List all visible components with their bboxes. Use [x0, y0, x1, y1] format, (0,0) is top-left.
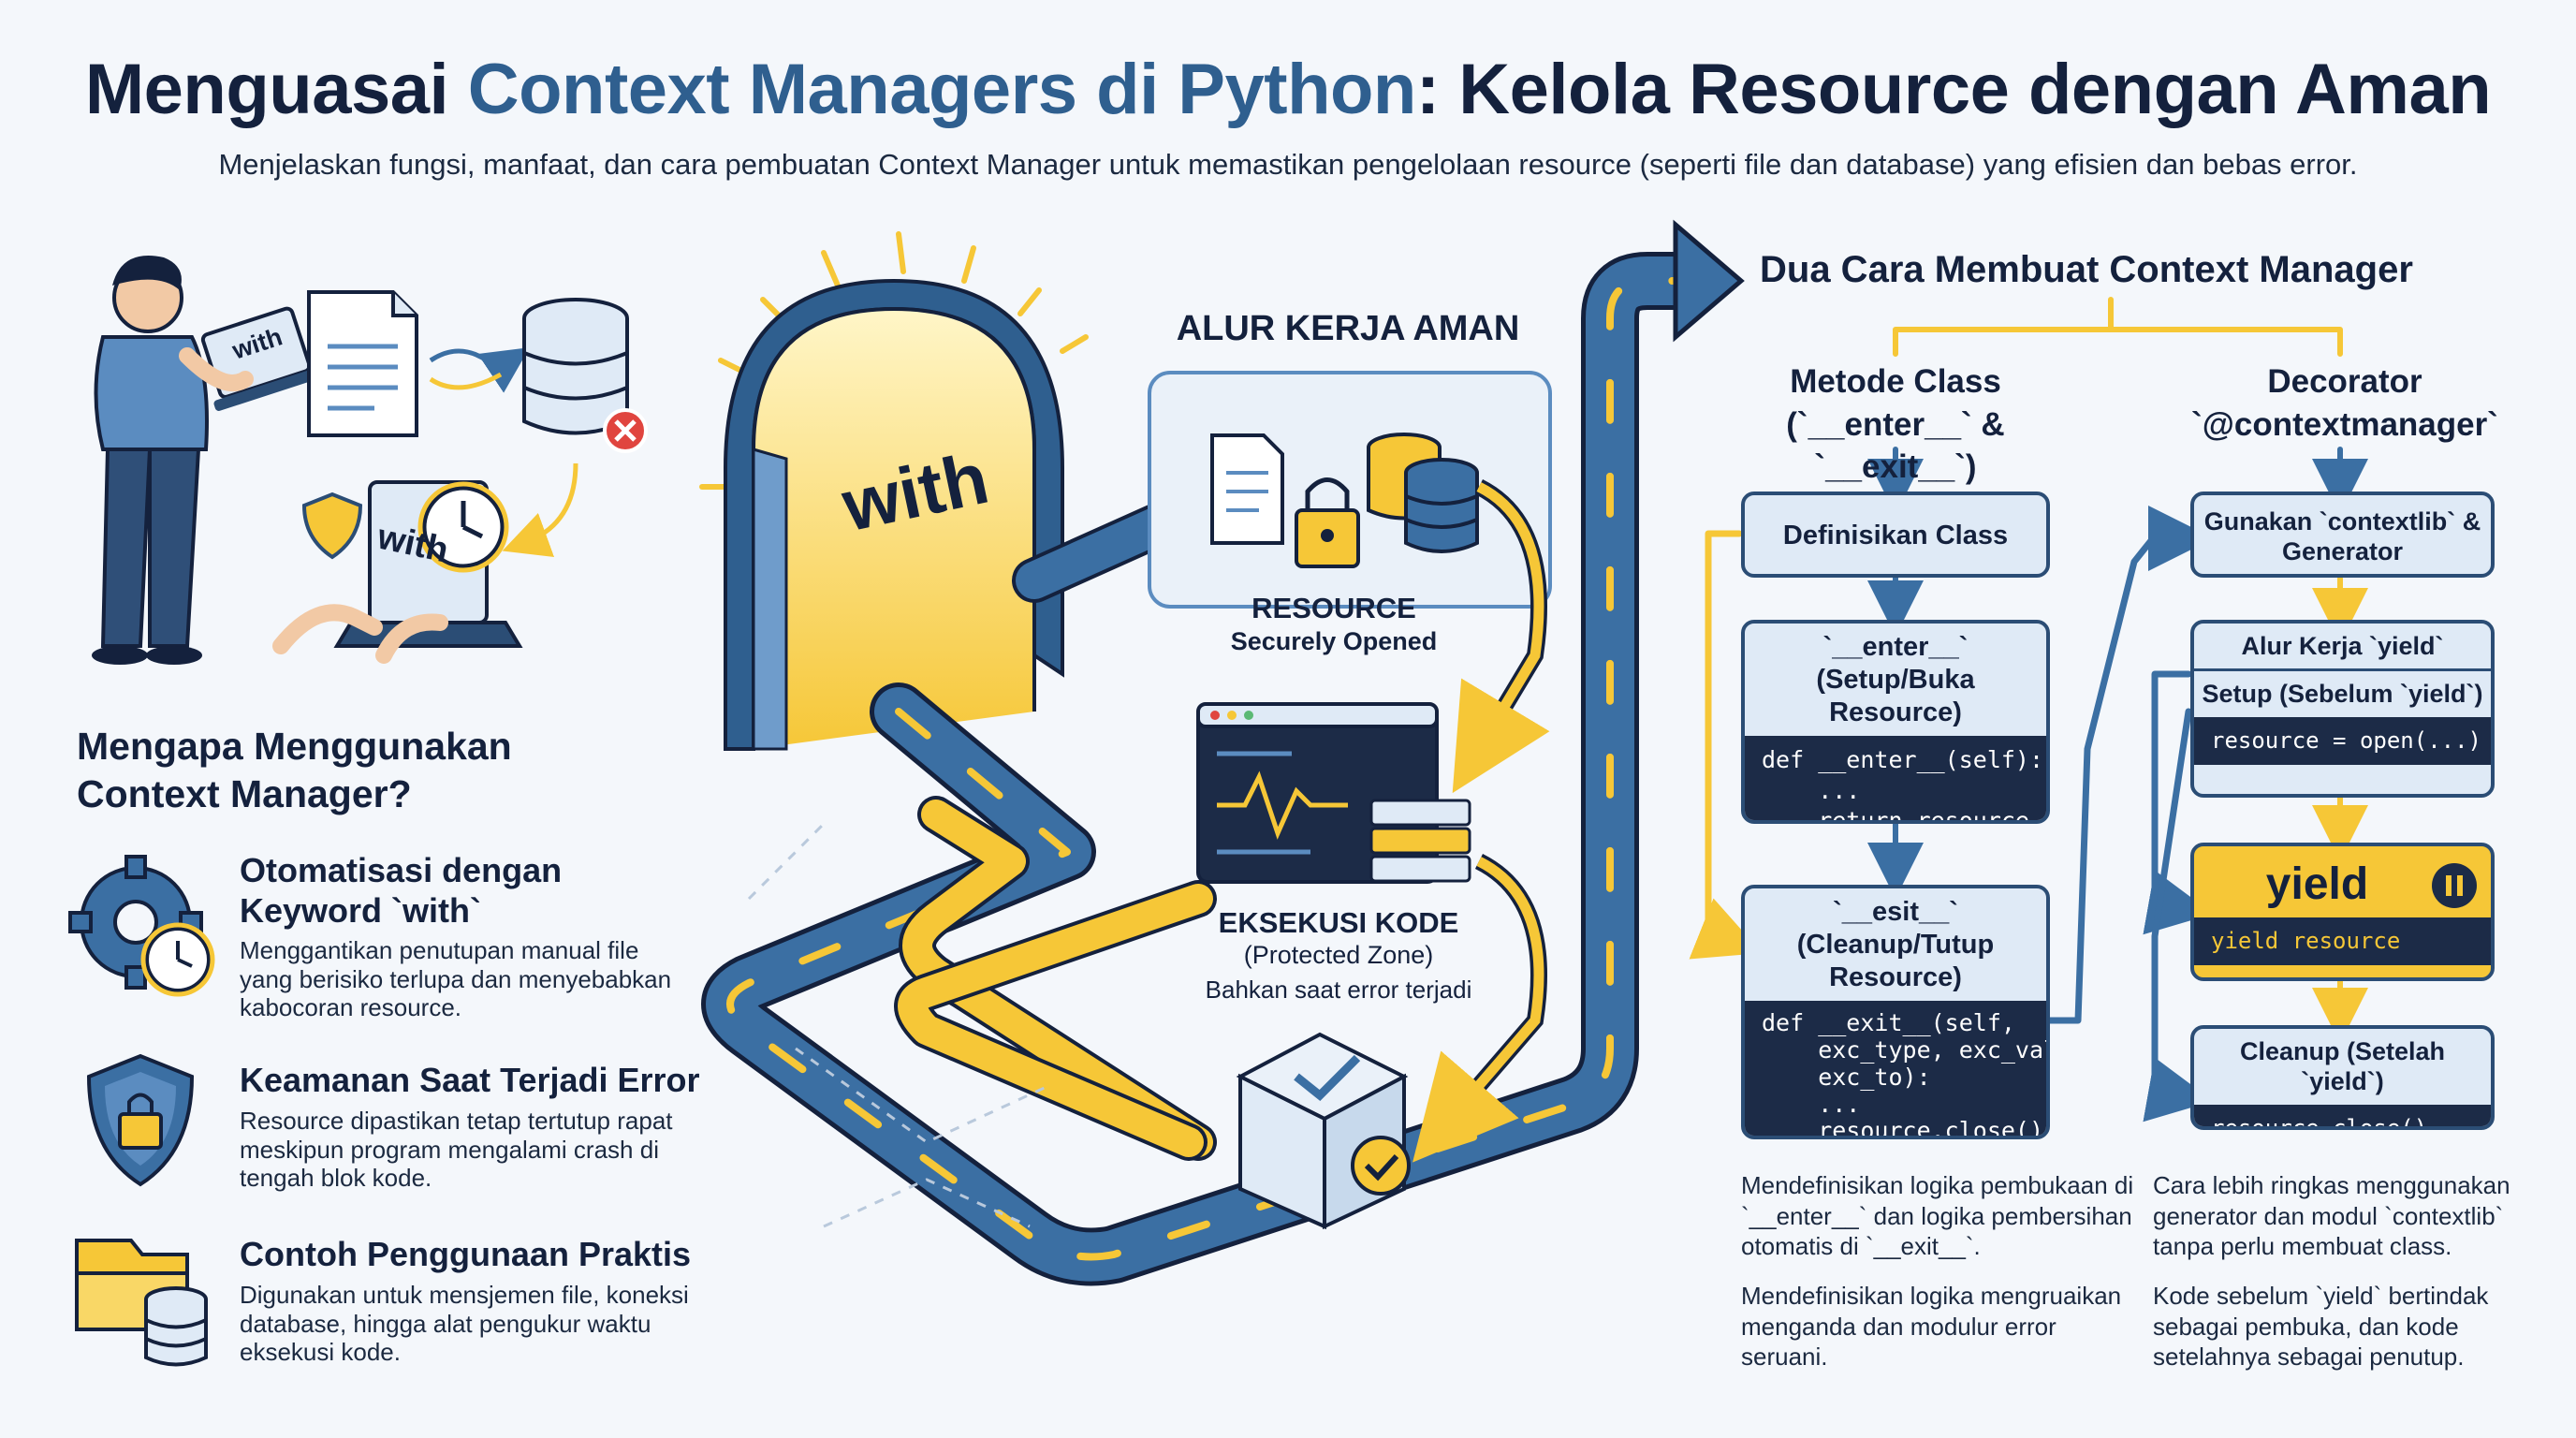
resource-subtitle: Securely Opened [1230, 627, 1438, 655]
exit-code-line-3: exc_to): [1762, 1063, 1931, 1091]
yield-box: yield yield resource [2190, 843, 2495, 981]
document-icon [307, 290, 418, 437]
shield-lock-icon [86, 1053, 195, 1187]
use-contextlib-box: Gunakan `contextlib` & Generator [2190, 492, 2495, 578]
flow-heading: ALUR KERJA AMAN [1176, 309, 1520, 348]
cleanup-code: resource.close() [2194, 1104, 2491, 1126]
methods-heading: Dua Cara Membuat Context Manager [1760, 249, 2413, 290]
exit-code: def __exit__(self, exc_type, exc_val, ex… [1745, 1001, 2050, 1139]
cleanup-box: Cleanup (Setelah `yield`) resource.close… [2190, 1025, 2495, 1130]
define-class-box: Definisikan Class [1741, 492, 2050, 578]
why-item-2-desc: Resource dipastikan tetap tertutup rapat… [240, 1107, 673, 1193]
enter-code-line-2: ... [1762, 776, 1861, 804]
exit-box: `__esit__` (Cleanup/Tutup Resource) def … [1741, 885, 2050, 1139]
yield-flow-box: Alur Kerja `yield` Setup (Sebelum `yield… [2190, 620, 2495, 798]
exit-code-line-5: resource.close() [1762, 1117, 2044, 1139]
secure-box-icon [1236, 1032, 1411, 1230]
yield-label: yield [2265, 859, 2369, 909]
exit-code-line-4: ... [1762, 1090, 1861, 1118]
exit-code-line-1: def __exit__(self, [1762, 1009, 2015, 1037]
enter-code: def __enter__(self): ... return resource [1745, 736, 2046, 824]
why-item-1-desc: Menggantikan penutupan manual file yang … [240, 936, 672, 1022]
database-error-icon [522, 298, 648, 453]
exec-title: EKSEKUSI KODE [1218, 906, 1459, 939]
exit-title: `__esit__` (Cleanup/Tutup Resource) [1796, 897, 1995, 992]
resource-icons [1210, 433, 1479, 568]
resource-title: RESOURCE [1251, 592, 1416, 624]
yield-flow-title: Alur Kerja `yield` [2194, 624, 2491, 672]
decorator-note-2: Kode sebelum `yield` bertindak sebagai p… [2153, 1282, 2489, 1371]
folder-database-icon [75, 1239, 208, 1367]
exit-code-line-2: exc_type, exc_val, [1762, 1036, 2050, 1064]
class-method-title: Metode Class (`__enter__` & `__exit__`) [1786, 363, 2005, 485]
why-item-3-title: Contoh Penggunaan Praktis [240, 1235, 692, 1273]
why-heading: Mengapa Menggunakan Context Manager? [77, 725, 512, 816]
cleanup-title: Cleanup (Setelah `yield`) [2239, 1037, 2446, 1096]
why-item-2-title: Keamanan Saat Terjadi Error [240, 1061, 700, 1099]
with-gate [699, 231, 1089, 751]
class-note-1: Mendefinisikan logika pembukaan di `__en… [1741, 1171, 2134, 1260]
decorator-method-title: Decorator `@contextmanager` [2191, 363, 2498, 443]
person-illustration [92, 256, 323, 665]
setup-code: resource = open(...) [2194, 716, 2491, 765]
gear-clock-icon [68, 855, 215, 997]
exec-note: Bahkan saat error terjadi [1205, 976, 1472, 1004]
page-title: Menguasai Context Managers di Python: Ke… [84, 50, 2492, 129]
exec-subtitle: (Protected Zone) [1243, 941, 1434, 969]
page-subtitle: Menjelaskan fungsi, manfaat, dan cara pe… [218, 148, 2358, 181]
code-screen-icon [1196, 702, 1471, 884]
why-item-1-title: Otomatisasi dengan Keyword `with` [240, 851, 563, 931]
page-title-highlight: Context Managers di Python [467, 50, 1417, 129]
shield-small-icon [301, 492, 363, 560]
yield-code: yield resource [2194, 917, 2491, 965]
flow-path [701, 252, 1705, 1286]
why-item-3-desc: Digunakan untuk mensjemen file, koneksi … [240, 1281, 689, 1367]
define-class-label: Definisikan Class [1782, 521, 2009, 550]
flow-arrowhead [1673, 219, 1745, 343]
use-contextlib-label: Gunakan `contextlib` & Generator [2203, 507, 2481, 566]
enter-box: `__enter__` (Setup/Buka Resource) def __… [1741, 620, 2050, 824]
enter-title: `__enter__` (Setup/Buka Resource) [1816, 632, 1975, 727]
class-note-2: Mendefinisikan logika mengruaikan mengan… [1741, 1282, 2122, 1371]
enter-code-line-1: def __enter__(self): [1762, 746, 2044, 774]
setup-title: Setup (Sebelum `yield`) [2202, 680, 2483, 709]
enter-code-line-3: return resource [1762, 807, 2029, 824]
pause-icon [2432, 863, 2477, 908]
laptop-typing-icon [272, 480, 523, 664]
methods-connectors [1689, 297, 2368, 1123]
decorator-note-1: Cara lebih ringkas menggunakan generator… [2153, 1171, 2510, 1260]
